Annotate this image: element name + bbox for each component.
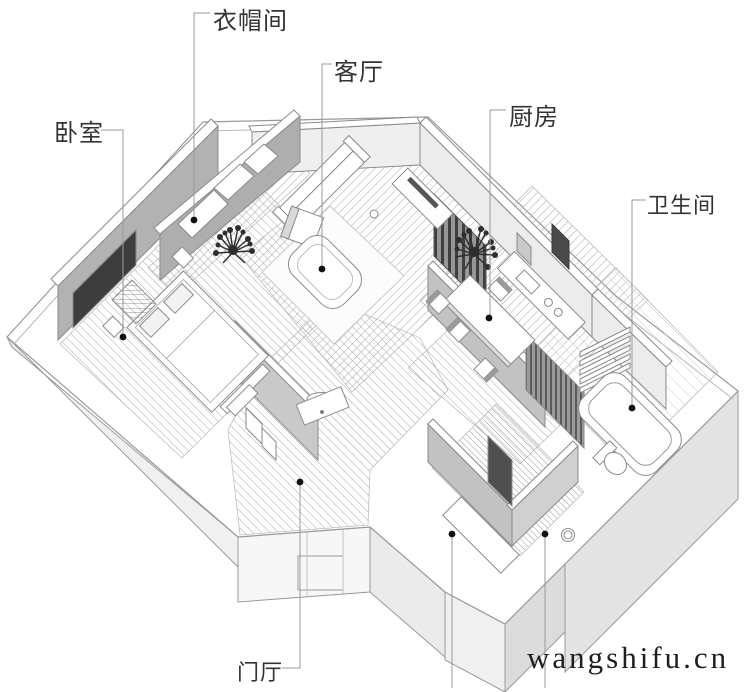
floor-lamp <box>369 209 379 219</box>
leader-lines <box>101 12 646 688</box>
wall-bathroom-west-dark <box>525 332 585 450</box>
label-living-room: 客厅 <box>334 59 384 86</box>
washing-machine-drum <box>563 530 573 540</box>
slab-side-faces <box>6 336 739 692</box>
label-bedroom: 卧室 <box>54 120 104 147</box>
washing-machine <box>561 528 575 542</box>
toilet <box>592 440 627 475</box>
watermark: wangshifu.cn <box>527 640 730 675</box>
wall-bedroom-nw-cap <box>50 118 219 287</box>
label-cloakroom: 衣帽间 <box>213 8 288 35</box>
label-kitchen: 厨房 <box>509 104 559 131</box>
plant-kitchen <box>454 226 498 270</box>
kitchen-wall-panel <box>551 222 570 271</box>
bedroom-window <box>72 228 137 330</box>
leader-dots <box>119 216 636 538</box>
plants <box>213 225 498 270</box>
label-hall: 门厅 <box>237 660 284 685</box>
plant-living <box>213 225 255 264</box>
hall-picture-2 <box>261 426 277 462</box>
vanity <box>295 386 350 426</box>
laundry-counter <box>442 496 520 574</box>
slab-front-face <box>237 526 371 603</box>
cloakroom-shelves <box>177 143 279 239</box>
coffee-table <box>287 234 363 310</box>
dining-chairs <box>425 276 513 383</box>
label-bathroom: 卫生间 <box>647 193 717 218</box>
hall-picture-1 <box>245 406 263 446</box>
bathroom-shelves <box>579 326 631 394</box>
kitchen-wall-pier <box>516 231 532 267</box>
wall-laundry-se-cap <box>506 440 579 511</box>
bed-bench <box>225 383 259 417</box>
kitchen-counter <box>496 250 586 340</box>
tv-cabinet <box>391 167 454 230</box>
laundry-dark-door <box>487 434 513 508</box>
